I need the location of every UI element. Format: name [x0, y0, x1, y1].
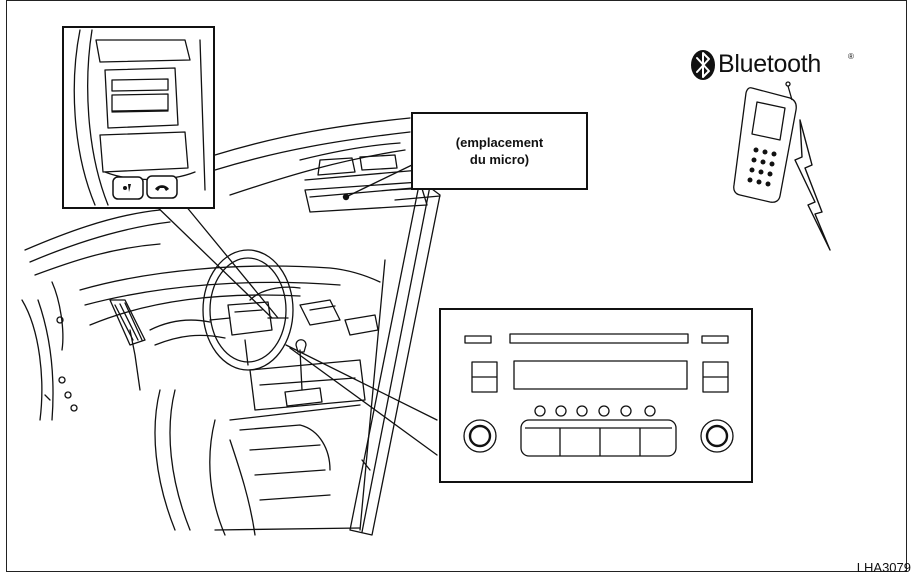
wireless-signal-icon	[794, 119, 831, 251]
figure-code: LHA3079	[856, 560, 911, 575]
microphone-dot	[342, 193, 350, 201]
bluetooth-wordmark: Bluetooth	[718, 50, 821, 78]
center-console	[229, 339, 366, 421]
phone-icon	[155, 185, 169, 191]
mic-callout-line2: du micro)	[469, 152, 530, 167]
mic-callout-line1: (emplacement	[455, 135, 544, 150]
driver-seat	[154, 389, 361, 536]
a-pillar	[349, 179, 441, 536]
microphone-location-callout: (emplacement du micro)	[411, 112, 588, 190]
talk-button	[112, 176, 144, 200]
steering-switch-inset	[62, 26, 215, 209]
voice-icon	[123, 184, 131, 192]
windshield-outline	[214, 117, 441, 213]
bluetooth-rune-icon	[691, 50, 715, 80]
registered-mark: ®	[848, 52, 854, 61]
mobile-phone-icon	[733, 81, 797, 203]
door-outline	[21, 209, 171, 421]
dashboard	[79, 265, 381, 391]
callout-leaders	[149, 164, 438, 456]
steering-wheel	[202, 249, 294, 371]
audio-unit-inset	[439, 308, 753, 483]
